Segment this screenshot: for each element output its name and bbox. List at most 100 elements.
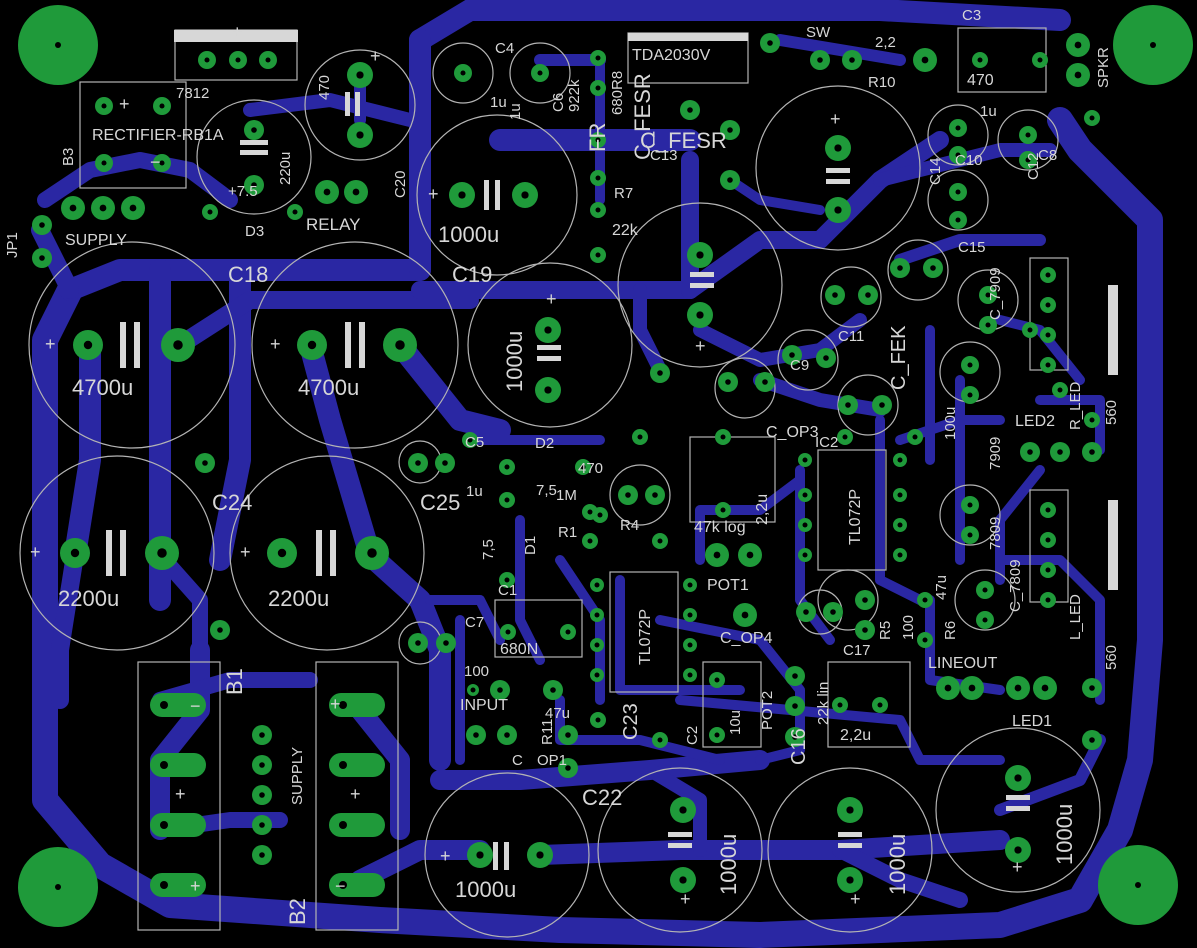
pad-hole	[259, 852, 265, 858]
label-c15: C15	[958, 239, 986, 256]
pad-hole	[849, 57, 855, 63]
pad-hole	[897, 265, 903, 271]
pad-hole	[521, 191, 529, 199]
pad-hole	[687, 582, 693, 588]
label-1000u-b1: 1000u	[716, 834, 741, 895]
pad-hole	[69, 204, 77, 212]
pad-hole	[762, 379, 768, 385]
pad-hole	[922, 597, 928, 603]
pad-hole	[595, 55, 601, 61]
label-r7: R7	[614, 185, 633, 202]
pad-hole	[442, 460, 448, 466]
label-1000u-c22: 1000u	[455, 877, 516, 902]
pad-hole	[1089, 115, 1095, 121]
pad-hole	[458, 191, 466, 199]
pad-hole	[595, 207, 601, 213]
component-outlines	[19, 27, 1101, 938]
label-r1: R1	[558, 524, 577, 541]
pad-hole	[536, 851, 544, 859]
label-c24: C24	[212, 490, 252, 515]
label-d3-value: +7.5	[228, 183, 258, 200]
svg-text:+: +	[1012, 857, 1023, 877]
label-led2: LED2	[1015, 413, 1055, 430]
pad-hole	[352, 188, 360, 196]
label-100u: 100u	[942, 407, 959, 440]
label-c6: C6	[550, 93, 567, 112]
label-c-fesr-2: C_FESR	[640, 128, 727, 153]
label-d1-value: 7,5	[480, 539, 497, 560]
mounting-holes	[18, 5, 1193, 927]
label-c3: C3	[962, 7, 981, 24]
pad-hole	[339, 761, 347, 769]
label-22k-lin: 22k lin	[815, 682, 832, 725]
pad-hole	[687, 107, 693, 113]
pad-hole	[897, 522, 903, 528]
pad-hole	[968, 684, 976, 692]
label-c23: C23	[620, 703, 642, 740]
pad-hole	[727, 127, 733, 133]
pad-oblong	[150, 873, 206, 897]
pad-hole	[921, 56, 929, 64]
svg-text:+: +	[850, 889, 861, 909]
pad-hole	[473, 732, 479, 738]
pad-hole	[955, 125, 961, 131]
pad-hole	[504, 497, 510, 503]
pad-hole	[803, 609, 809, 615]
label-47u-r6: 47u	[933, 575, 950, 600]
pad-hole	[259, 762, 265, 768]
label-2-2u-b: 2,2u	[754, 494, 771, 525]
pads	[32, 33, 1102, 897]
pad-hole	[1045, 302, 1051, 308]
svg-text:−: −	[335, 876, 346, 896]
label-22k: 22k	[612, 222, 639, 239]
svg-text:+: +	[350, 784, 361, 804]
pad-hole	[339, 881, 347, 889]
pad-hole	[39, 255, 45, 261]
pad-hole	[565, 732, 571, 738]
pad-hole	[720, 434, 726, 440]
label-tda2030v: TDA2030V	[632, 47, 711, 64]
pad-hole	[101, 103, 107, 109]
label-c1: C1	[498, 582, 517, 599]
label-tl072p-a: TL072P	[847, 489, 864, 545]
label-2200u-c24: 2200u	[58, 586, 119, 611]
pad-hole	[544, 386, 552, 394]
label-b3: B3	[60, 148, 77, 166]
pad-hole	[789, 352, 795, 358]
pad-hole	[846, 876, 854, 884]
pad-hole	[505, 629, 511, 635]
pad-hole	[594, 672, 600, 678]
pad-hole	[741, 611, 749, 619]
label-c18: C18	[228, 262, 268, 287]
label-pot2: POT2	[759, 691, 776, 730]
pad-hole	[395, 340, 405, 350]
label-560-b: 560	[1103, 400, 1120, 425]
pad-hole	[1057, 449, 1063, 455]
label-2200u-c25: 2200u	[268, 586, 329, 611]
pad-hole	[1089, 737, 1095, 743]
pad-hole	[597, 512, 603, 518]
label-47k-log: 47k log	[694, 519, 746, 536]
pad-hole	[696, 251, 704, 259]
label-680r8: 680R8	[609, 71, 626, 115]
pad-hole	[504, 732, 510, 738]
pad-hole	[834, 144, 842, 152]
pad-hole	[467, 437, 473, 443]
pad-hole	[802, 552, 808, 558]
pad-hole	[415, 640, 421, 646]
pad-hole	[173, 340, 183, 350]
pad-hole	[129, 204, 137, 212]
pad-hole	[595, 175, 601, 181]
label-r6: R6	[942, 621, 959, 640]
label-c7: C7	[465, 614, 484, 631]
pad-hole	[982, 587, 988, 593]
pad-hole	[259, 822, 265, 828]
pad-hole	[367, 548, 377, 558]
pad-hole	[834, 206, 842, 214]
pad-hole	[217, 627, 223, 633]
pad-hole	[70, 548, 80, 558]
pad-oblong	[150, 753, 206, 777]
pad-hole	[955, 152, 961, 158]
pad-hole	[1045, 332, 1051, 338]
